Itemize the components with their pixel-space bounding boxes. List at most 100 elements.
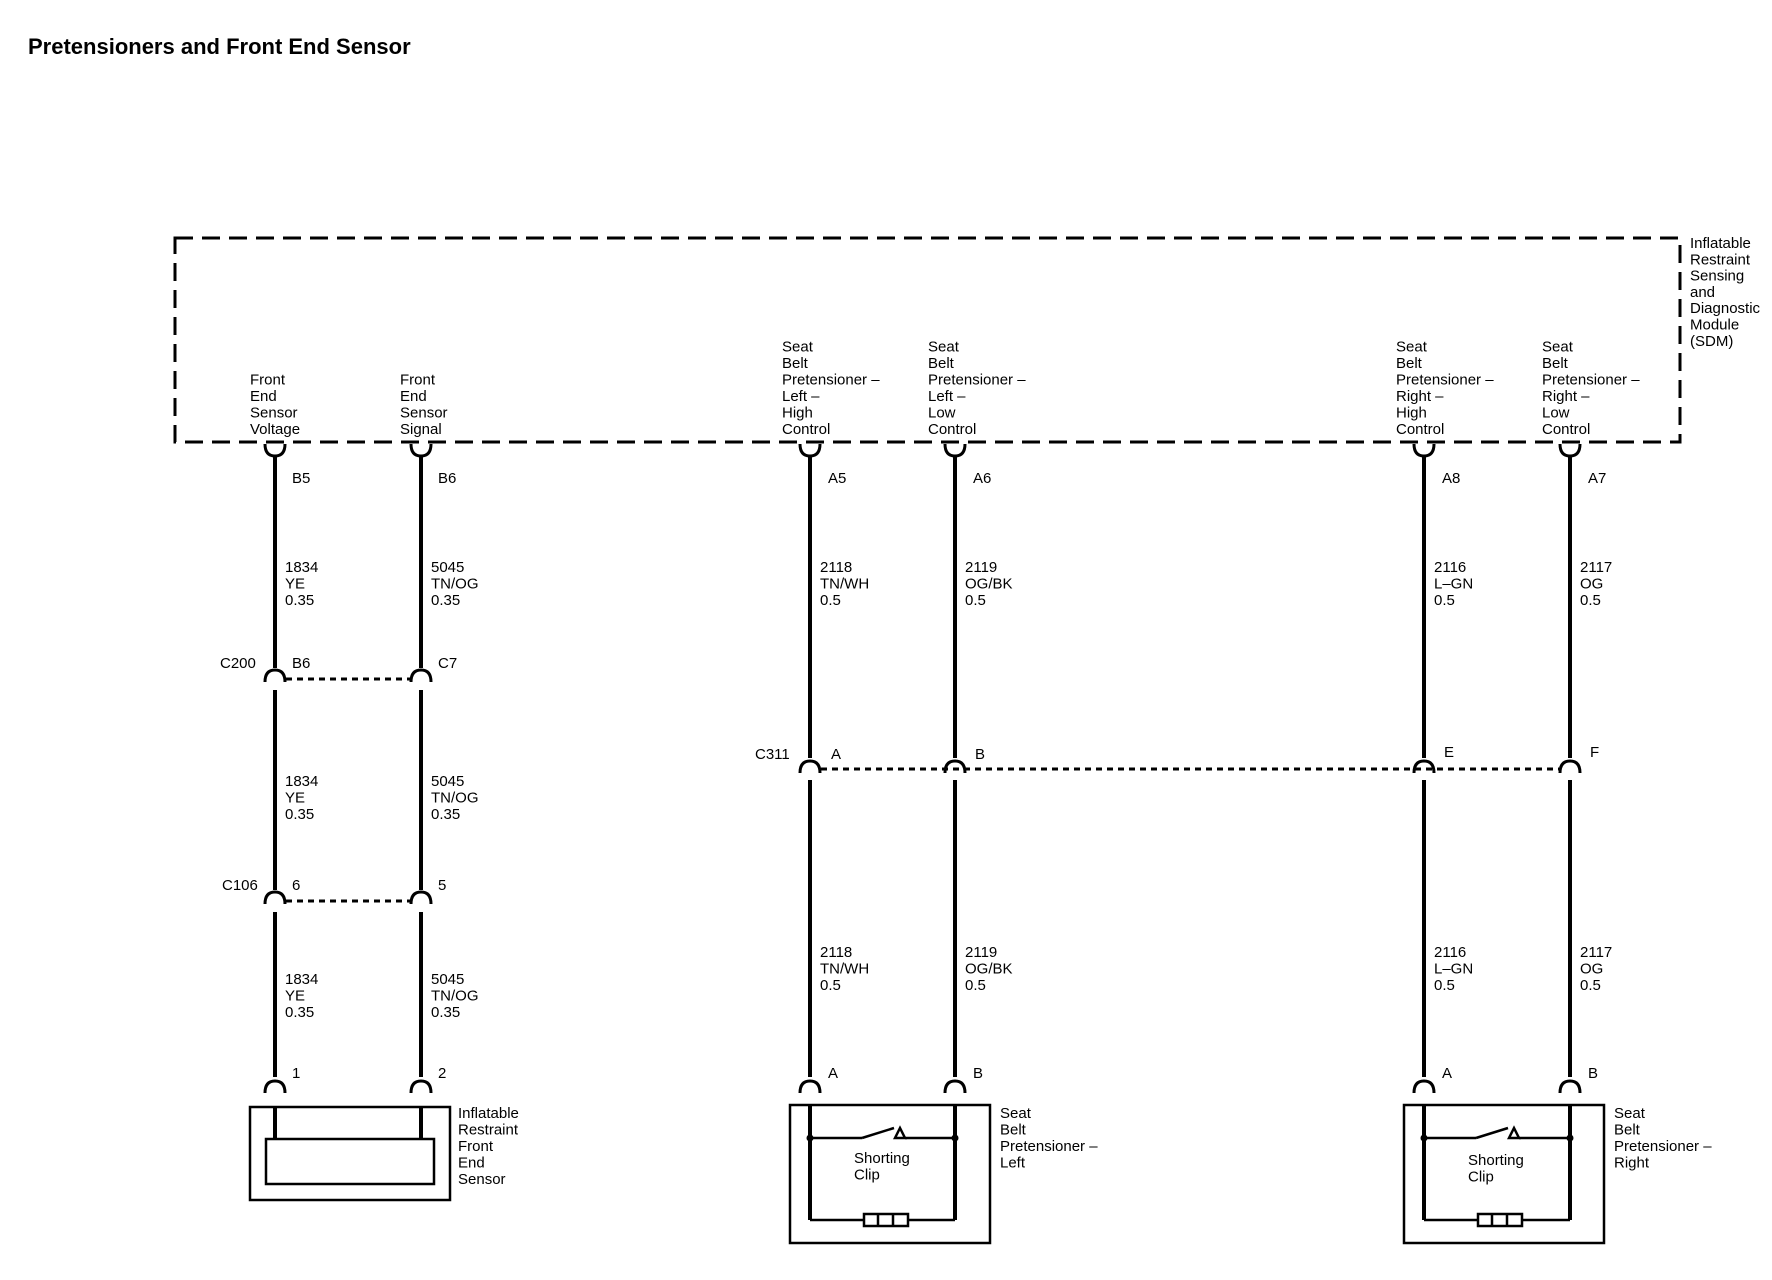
wire-label-5045-seg1-line-2: 0.35: [431, 592, 460, 609]
sdm-pin-function-a8-line-0: Seat: [1396, 339, 1428, 356]
sdm-pin-function-a5-line-5: Control: [782, 421, 830, 438]
sdm-pin-function-a6-line-1: Belt: [928, 355, 955, 372]
wire-label-2119-seg2-line-2: 0.5: [965, 977, 986, 994]
wire-label-2118-seg1-line-1: TN/WH: [820, 576, 869, 593]
sdm-pin-function-a6-line-2: Pretensioner –: [928, 372, 1026, 389]
page-title: Pretensioners and Front End Sensor: [28, 34, 411, 59]
c106-glyph-0: [263, 890, 287, 905]
wire-label-5045-seg1-line-0: 5045: [431, 559, 464, 576]
wire-label-2118-seg1-line-0: 2118: [820, 559, 852, 576]
sdm-pin-function-a5-line-1: Belt: [782, 355, 809, 372]
wire-label-2116-seg2-line-2: 0.5: [1434, 977, 1455, 994]
c200-pin-c7: C7: [438, 655, 457, 672]
sdm-pin-function-a8-line-1: Belt: [1396, 355, 1423, 372]
connector-glyphs: [263, 443, 1582, 1094]
wire-label-2118-seg2-line-2: 0.5: [820, 977, 841, 994]
sensor-label-line-0: Inflatable: [458, 1105, 519, 1122]
c311-glyph-1: [943, 759, 967, 774]
sdm-pin-function-a5-line-2: Pretensioner –: [782, 372, 880, 389]
sdm-pin-function-a6-line-4: Low: [928, 405, 956, 422]
sdm-label-line-4: Diagnostic: [1690, 300, 1761, 317]
component-pin-glyph-5: [1558, 1079, 1582, 1094]
sdm-pin-b6-glyph: [409, 443, 433, 458]
pretensioner-left-pin-b: B: [973, 1065, 983, 1082]
pretensioner-right-box: [1402, 1103, 1606, 1245]
wire-label-1834-seg1-line-2: 0.35: [285, 592, 314, 609]
sdm-pin-function-a5-line-3: Left –: [782, 388, 820, 405]
pretensioner-left-label-line-3: Left: [1000, 1155, 1026, 1172]
sdm-pin-function-a7-line-5: Control: [1542, 421, 1590, 438]
c200-pin-b6: B6: [292, 655, 310, 672]
sensor-label-line-3: End: [458, 1155, 485, 1172]
pretensioner-right-label-line-1: Belt: [1614, 1122, 1641, 1139]
pretensioner-right-label-line-3: Right: [1614, 1155, 1650, 1172]
c200-glyph-0: [263, 668, 287, 683]
wire-label-2119-seg2-line-0: 2119: [965, 944, 997, 961]
shorting-clip-switch-left: [861, 1126, 895, 1140]
sensor-label-line-4: Sensor: [458, 1171, 506, 1188]
pretensioner-right-label-line-2: Pretensioner –: [1614, 1138, 1712, 1155]
pretensioner-left-label-line-1: Belt: [1000, 1122, 1027, 1139]
c311-pin-a: A: [831, 746, 841, 763]
c106-pin-6: 6: [292, 877, 300, 894]
pretensioner-right-pin-a: A: [1442, 1065, 1452, 1082]
wire-label-1834-seg1-line-0: 1834: [285, 559, 318, 576]
c106-pin-5: 5: [438, 877, 446, 894]
sdm-module: InflatableRestraintSensingandDiagnosticM…: [173, 235, 1761, 444]
sdm-pin-a7: A7: [1588, 470, 1606, 487]
sdm-pin-function-a5-line-4: High: [782, 405, 813, 422]
wire-label-1834-seg1-line-1: YE: [285, 576, 305, 593]
wire-label-5045-seg2-line-0: 5045: [431, 773, 464, 790]
sdm-label: InflatableRestraintSensingandDiagnosticM…: [1690, 235, 1761, 350]
shorting-clip-right-line-1: Clip: [1468, 1169, 1494, 1186]
pretensioner-left-box: [788, 1103, 992, 1245]
shorting-clip-right-line-0: Shorting: [1468, 1152, 1524, 1169]
connector-c311-name: C311: [755, 746, 790, 763]
wire-label-1834-seg3-line-2: 0.35: [285, 1004, 314, 1021]
wire-label-2117-seg1-line-2: 0.5: [1580, 592, 1601, 609]
c311-pin-f: F: [1590, 744, 1599, 761]
wire-labels: 1834YE0.351834YE0.351834YE0.355045TN/OG0…: [285, 559, 1612, 1021]
sdm-label-line-0: Inflatable: [1690, 235, 1751, 252]
sdm-pin-function-a8-line-3: Right –: [1396, 388, 1444, 405]
pretensioner-left-pin-a: A: [828, 1065, 838, 1082]
wire-label-2116-seg1-line-2: 0.5: [1434, 592, 1455, 609]
wire-label-5045-seg3-line-1: TN/OG: [431, 988, 479, 1005]
sdm-pin-a6-glyph: [943, 443, 967, 458]
wire-label-2117-seg2-line-0: 2117: [1580, 944, 1612, 961]
sdm-label-line-2: Sensing: [1690, 268, 1744, 285]
sdm-label-line-5: Module: [1690, 317, 1739, 334]
wire-label-2119-seg1-line-2: 0.5: [965, 592, 986, 609]
squib-element-left: [862, 1212, 910, 1228]
component-pin-glyph-1: [409, 1079, 433, 1094]
sensor-pin-2: 2: [438, 1065, 446, 1082]
sdm-pin-function-a7-line-0: Seat: [1542, 339, 1574, 356]
sdm-pin-function-a6-line-3: Left –: [928, 388, 966, 405]
sdm-pin-a5-glyph: [798, 443, 822, 458]
sdm-pin-a6: A6: [973, 470, 991, 487]
sdm-pin-function-a8-line-5: Control: [1396, 421, 1444, 438]
sdm-pin-a8-glyph: [1412, 443, 1436, 458]
sdm-pin-function-b5-line-0: Front: [250, 372, 286, 389]
wire-label-2117-seg2-line-1: OG: [1580, 961, 1603, 978]
sdm-pin-b5: B5: [292, 470, 310, 487]
wire-label-2118-seg1-line-2: 0.5: [820, 592, 841, 609]
component-pin-glyph-4: [1412, 1079, 1436, 1094]
